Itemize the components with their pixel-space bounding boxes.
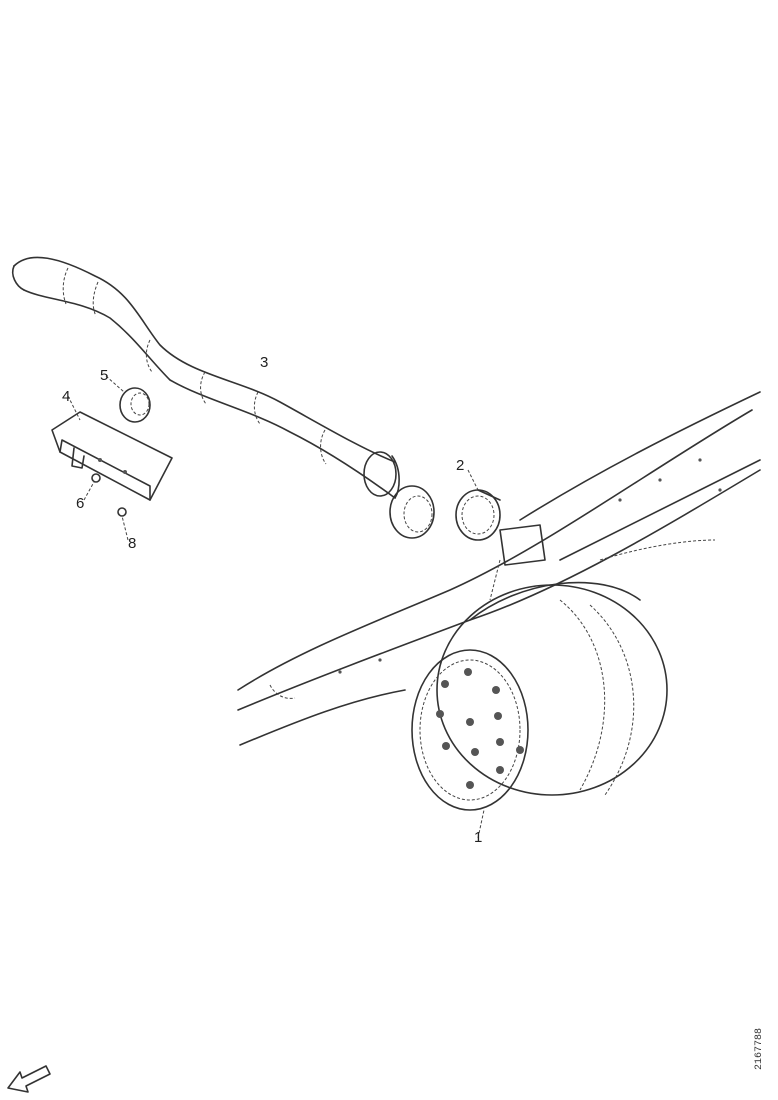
exhaust-pipe (11, 256, 435, 539)
wheel-assembly (411, 559, 668, 839)
nut (117, 507, 129, 541)
exhaust-clamp (455, 469, 501, 541)
vehicle-frame (237, 391, 761, 746)
bolt (83, 473, 101, 501)
arrow-down-left-icon (7, 1065, 51, 1093)
part-label-4: 4 (62, 388, 70, 405)
part-label-5: 5 (100, 367, 108, 384)
part-label-8: 8 (128, 535, 136, 552)
heat-shield (51, 395, 173, 501)
part-label-3: 3 (260, 354, 268, 371)
part-label-6: 6 (76, 495, 84, 512)
sleeve (105, 375, 151, 423)
reference-code: 2167788 (754, 1027, 765, 1070)
part-label-1: 1 (474, 829, 482, 846)
part-label-2: 2 (456, 457, 464, 474)
